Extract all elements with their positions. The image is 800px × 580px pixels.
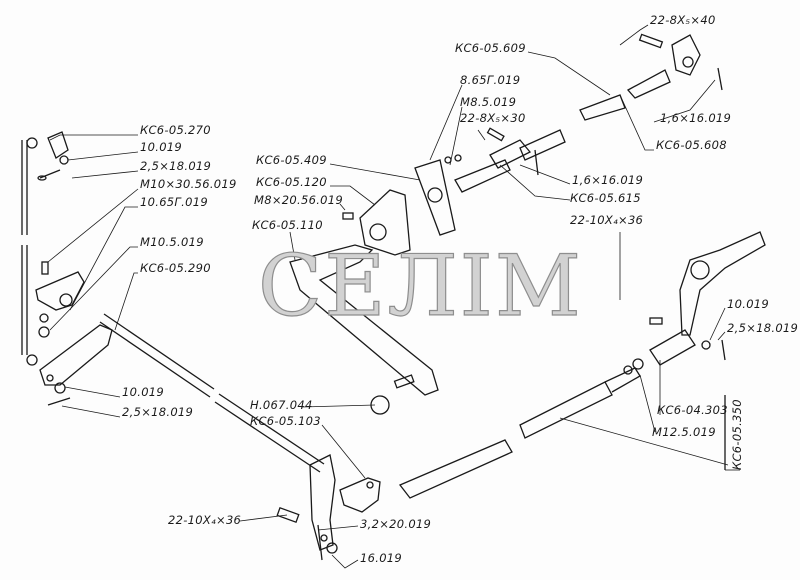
part-label: 10.65Г.019: [140, 195, 208, 209]
part-label: 1,6×16.019: [660, 111, 732, 125]
part-label: КС6-05.409: [256, 153, 327, 167]
part-label: 10.019: [727, 297, 770, 311]
part-label: 3,2×20.019: [360, 517, 432, 531]
part-label: 2,5×18.019: [122, 405, 194, 419]
part-label: М10×30.56.019: [140, 177, 237, 191]
part-label: КС6-05.270: [140, 123, 211, 137]
part-label: 2,5×18.019: [140, 159, 212, 173]
left-vertical-rod: [21, 137, 38, 366]
part-label: 22-8X₅×40: [650, 13, 716, 27]
upper-linkage: [454, 33, 723, 193]
part-label: КС6-05.103: [250, 414, 321, 428]
part-label: 10.019: [140, 140, 183, 154]
right-lever: [623, 231, 766, 375]
lever-bottom: [276, 454, 338, 561]
part-label: 22-10X₄×36: [168, 513, 242, 527]
part-label: КС6-05.609: [455, 41, 526, 55]
part-label: КС6-05.608: [656, 138, 727, 152]
assembly-label: КС6-05.350: [730, 399, 744, 470]
part-label: КС6-05.615: [570, 191, 641, 205]
part-label: 10.019: [122, 385, 165, 399]
part-label: М8.5.019: [460, 95, 517, 109]
part-label: 16.019: [360, 551, 403, 565]
part-label: М8×20.56.019: [254, 193, 344, 207]
plate-ks6-05-409: [414, 154, 462, 236]
pedal-arm-ks6-05-110: [289, 244, 439, 415]
part-label: 22-8X₅×30: [460, 111, 526, 125]
part-label: Н.067.044: [250, 398, 313, 412]
part-label: 1,6×16.019: [572, 173, 644, 187]
rod-ks6-05-350: [398, 367, 726, 499]
part-label: 8.65Г.019: [460, 73, 521, 87]
bracket-ks6-05-103: [339, 477, 381, 513]
part-label: М10.5.019: [140, 235, 204, 249]
part-label: 22-10X₄×36: [570, 213, 644, 227]
part-label: КС6-05.290: [140, 261, 211, 275]
part-label: КС6-04.303: [657, 403, 728, 417]
part-label: КС6-05.120: [256, 175, 327, 189]
part-label: КС6-05.110: [252, 218, 323, 232]
cross-shaft: [99, 313, 325, 473]
bracket-ks6-05-120: [342, 189, 411, 256]
watermark: СЕЛІМ: [257, 237, 583, 335]
part-label: М12.5.019: [652, 425, 716, 439]
lever-ks6-05-290: [39, 324, 113, 406]
part-label: 2,5×18.019: [727, 321, 799, 335]
leader-lines: [47, 24, 740, 569]
clevis-and-washers-left: [35, 131, 85, 338]
